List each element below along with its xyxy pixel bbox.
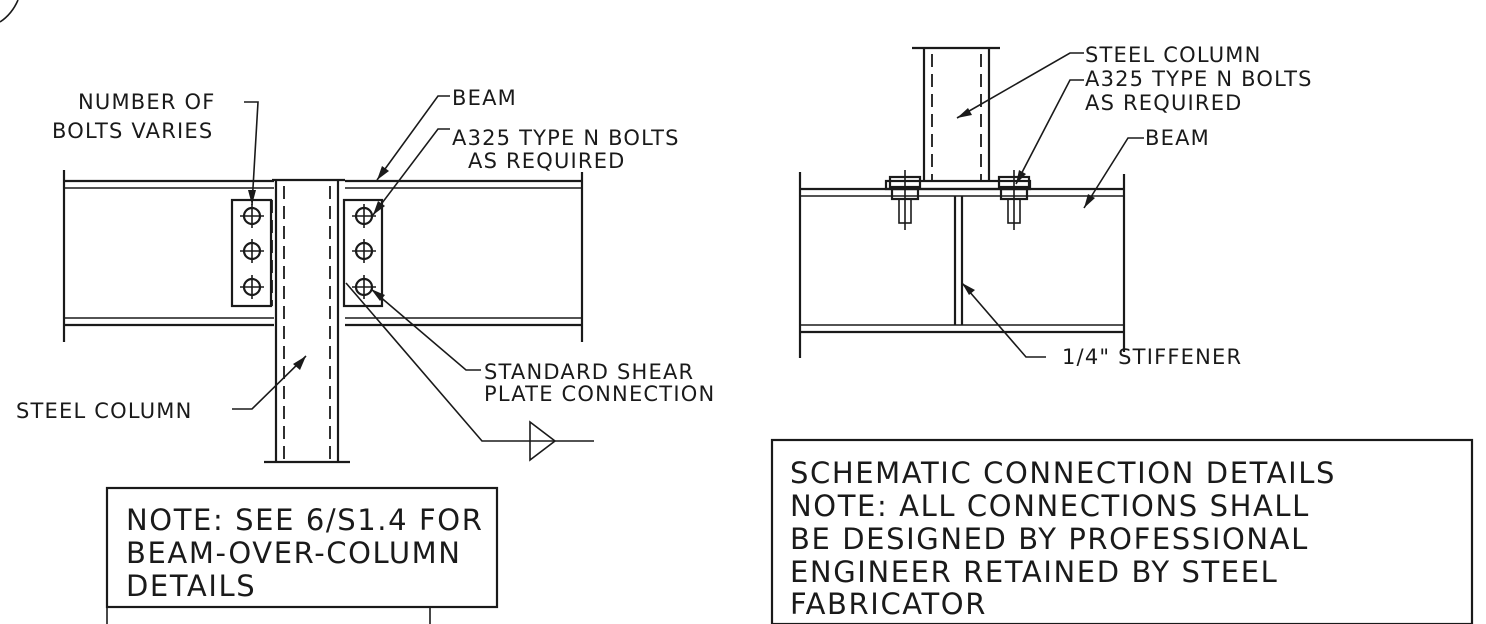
bolt-right [997,170,1031,230]
label-steel-column-left: STEEL COLUMN [16,399,193,423]
label-number-of-bolts-line2: BOLTS VARIES [52,119,213,143]
label-beam-left: BEAM [452,86,517,110]
right-beam [345,172,584,342]
right-shear-plate [342,198,384,308]
label-number-of-bolts-line1: NUMBER OF [78,90,216,114]
right-note-box: SCHEMATIC CONNECTION DETAILS NOTE: ALL C… [770,438,1474,624]
label-bolts-left-line1: A325 TYPE N BOLTS [452,126,680,150]
left-note-line2: BEAM-OVER-COLUMN [126,536,462,570]
stiffener [953,196,964,325]
label-bolts-right-line2: AS REQUIRED [1085,91,1243,115]
left-note-box: NOTE: SEE 6/S1.4 FOR BEAM-OVER-COLUMN DE… [105,486,499,624]
left-shear-plate [230,198,273,308]
label-bolts-right-line1: A325 TYPE N BOLTS [1085,67,1313,91]
left-leader-lines [232,95,481,410]
bolt-symbol [240,275,264,299]
label-stiffener: 1/4" STIFFENER [1062,345,1242,369]
bolt-symbol [240,204,264,228]
bolt-symbol [352,239,376,263]
right-note-line2: NOTE: ALL CONNECTIONS SHALL [790,489,1310,523]
right-note-line4: ENGINEER RETAINED BY STEEL [790,555,1278,589]
corner-arc [0,0,19,23]
bolt-left [888,170,922,230]
left-steel-column [264,178,350,464]
weld-symbol [345,282,594,462]
bolt-symbol [240,239,264,263]
label-plate-connection: PLATE CONNECTION [484,382,715,406]
left-detail: NUMBER OF BOLTS VARIES BEAM A325 TYPE N … [16,86,715,624]
left-beam [62,170,274,342]
label-bolts-left-line2: AS REQUIRED [468,149,626,173]
right-note-line1: SCHEMATIC CONNECTION DETAILS [790,456,1336,490]
left-note-line3: DETAILS [126,569,256,603]
right-leader-lines [956,52,1144,358]
label-steel-column-right: STEEL COLUMN [1085,43,1262,67]
bolt-symbol [352,204,376,228]
label-beam-right: BEAM [1145,126,1210,150]
bolt-symbol [352,275,376,299]
right-note-line5: FABRICATOR [790,587,987,621]
right-detail: STEEL COLUMN A325 TYPE N BOLTS AS REQUIR… [770,43,1474,624]
right-steel-column [912,46,1000,181]
label-standard-shear: STANDARD SHEAR [484,360,694,384]
left-note-line1: NOTE: SEE 6/S1.4 FOR [126,503,483,537]
right-note-line3: BE DESIGNED BY PROFESSIONAL [790,522,1309,556]
